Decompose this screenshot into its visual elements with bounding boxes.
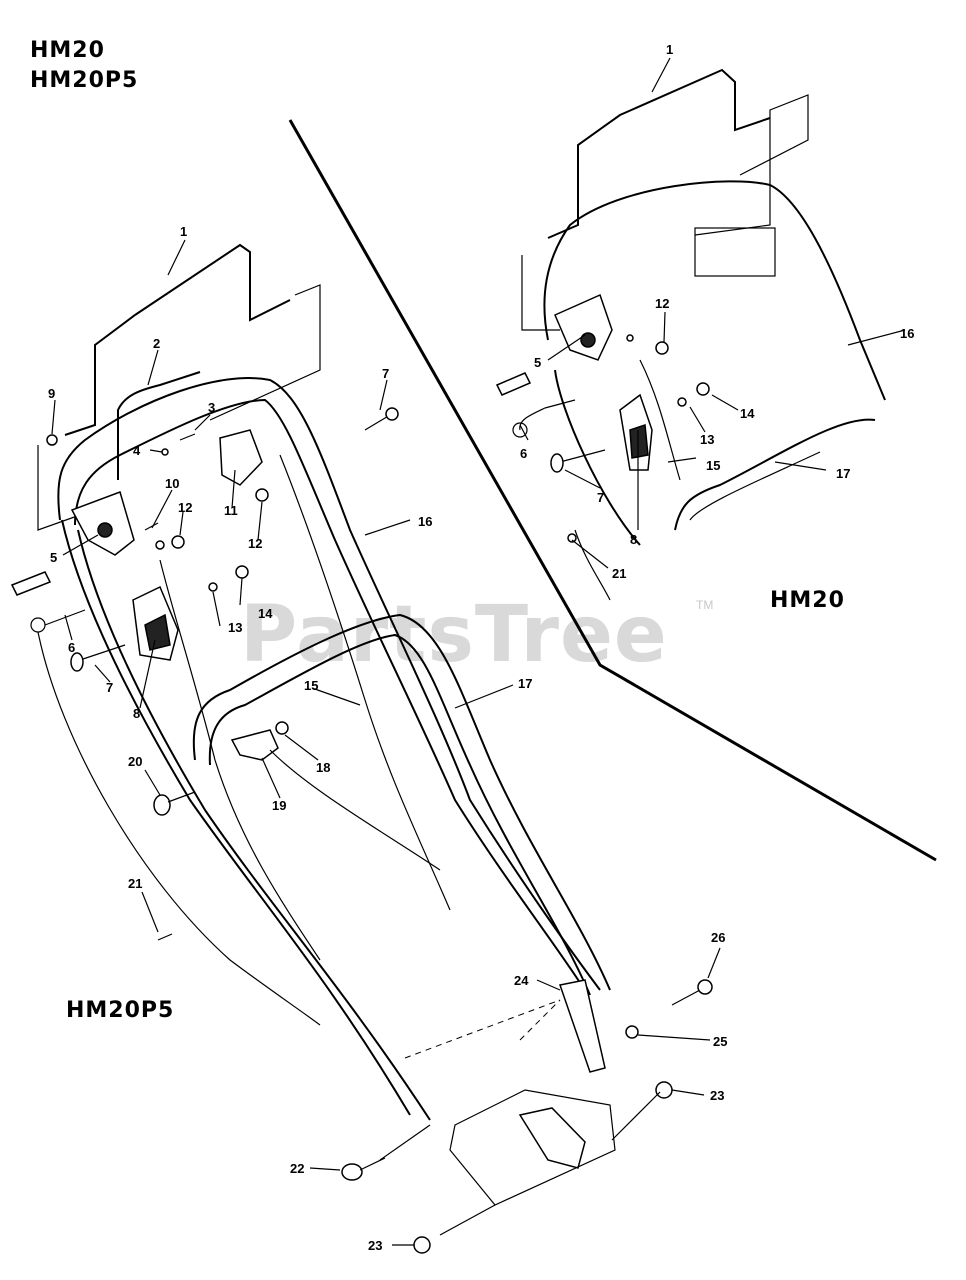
callout-1-main: 1 [180, 224, 187, 239]
callout-17-inset: 17 [836, 466, 850, 481]
callout-15-inset: 15 [706, 458, 720, 473]
callout-15-main: 15 [304, 678, 318, 693]
callout-16-main: 16 [418, 514, 432, 529]
callout-6-inset: 6 [520, 446, 527, 461]
callout-7-main: 7 [106, 680, 113, 695]
callout-6-main: 6 [68, 640, 75, 655]
callout-4: 4 [133, 443, 141, 458]
callout-24: 24 [514, 973, 529, 988]
callout-16-inset: 16 [900, 326, 914, 341]
inset-model-label: HM20 [770, 588, 845, 613]
bottom-model-label: HM20P5 [66, 998, 175, 1023]
inset-handle-lower [674, 418, 876, 531]
callout-23-right: 23 [710, 1088, 724, 1103]
callout-12-inset: 12 [655, 296, 669, 311]
callout-19: 19 [272, 798, 286, 813]
inset-assembly [495, 68, 886, 601]
inset-handle-upper [543, 180, 886, 401]
main-handle-lower [192, 613, 611, 991]
callout-21-main: 21 [128, 876, 142, 891]
callout-14-inset: 14 [740, 406, 755, 421]
callout-12-main-a: 12 [178, 500, 192, 515]
main-bail [64, 243, 291, 436]
callout-1-inset: 1 [666, 42, 673, 57]
callout-25: 25 [713, 1034, 727, 1049]
callout-10: 10 [165, 476, 179, 491]
callout-14-main: 14 [258, 606, 273, 621]
callout-2: 2 [153, 336, 160, 351]
watermark-text: PartsTree [240, 590, 668, 680]
callout-7-inset: 7 [597, 490, 604, 505]
callout-5-main: 5 [50, 550, 57, 565]
callout-3: 3 [208, 400, 215, 415]
model-label-hm20p5: HM20P5 [30, 68, 139, 93]
inset-divider-line [288, 119, 937, 862]
callout-23-bottom: 23 [368, 1238, 382, 1253]
callout-13-main: 13 [228, 620, 242, 635]
main-handle-upper [57, 377, 601, 991]
callout-17-main: 17 [518, 676, 532, 691]
callouts: 1 12 5 16 14 13 6 15 17 7 8 21 1 2 7 9 3… [48, 42, 914, 1253]
callout-22: 22 [290, 1161, 304, 1176]
callout-18: 18 [316, 760, 330, 775]
callout-8-main: 8 [133, 706, 140, 721]
callout-21-inset: 21 [612, 566, 626, 581]
leader-lines [51, 57, 906, 1246]
main-assembly [10, 243, 713, 1254]
callout-7-top: 7 [382, 366, 389, 381]
callout-13-inset: 13 [700, 432, 714, 447]
callout-9: 9 [48, 386, 55, 401]
model-label-hm20: HM20 [30, 38, 105, 63]
callout-26: 26 [711, 930, 725, 945]
callout-8-inset: 8 [630, 532, 637, 547]
callout-12-main-b: 12 [248, 536, 262, 551]
callout-20: 20 [128, 754, 142, 769]
callout-11: 11 [224, 503, 238, 518]
inset-bail [547, 68, 771, 239]
callout-5-inset: 5 [534, 355, 541, 370]
watermark-tm: TM [696, 598, 714, 612]
